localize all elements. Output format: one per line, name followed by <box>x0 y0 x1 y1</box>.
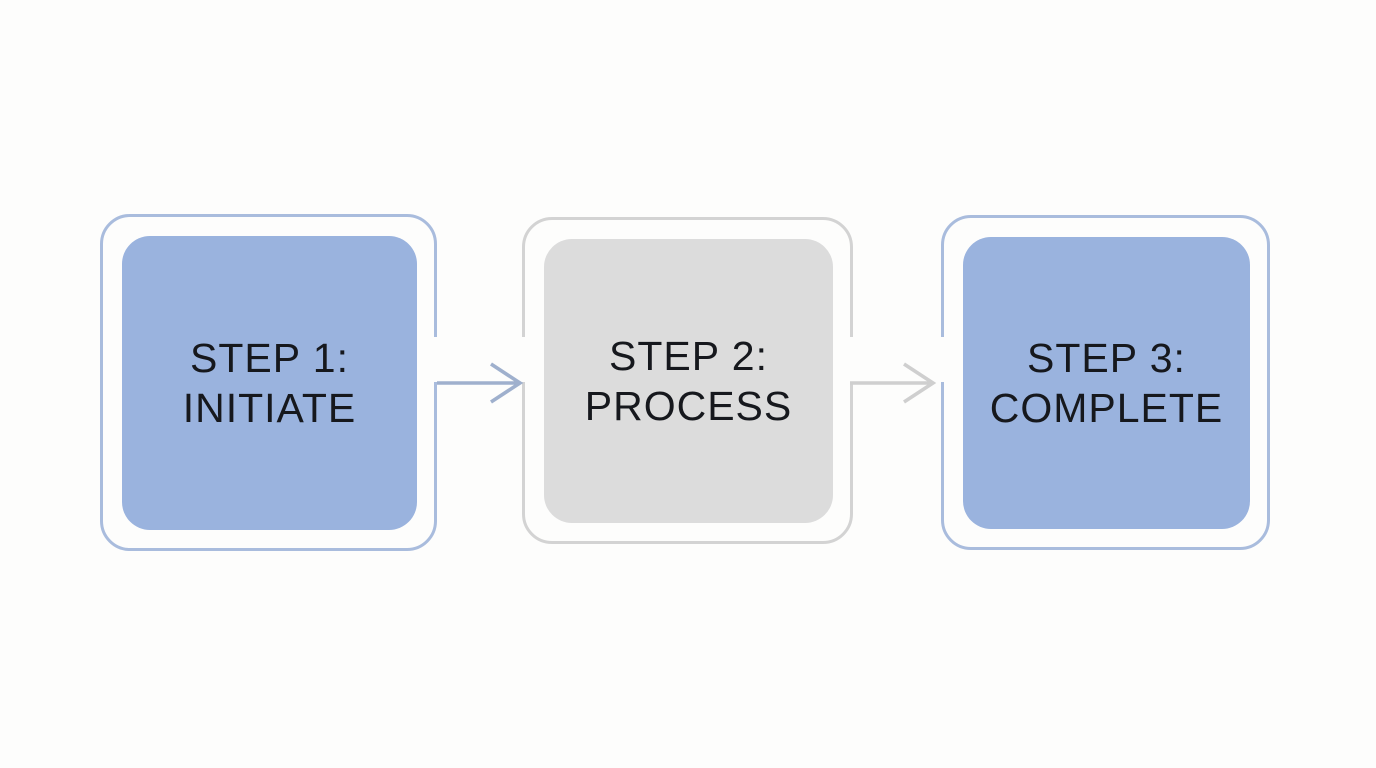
step-label-line-2: COMPLETE <box>989 385 1224 431</box>
flow-step-3-box: STEP 3: COMPLETE <box>963 237 1250 529</box>
flow-step-2-box: STEP 2: PROCESS <box>544 239 833 523</box>
right-arrow-stroke <box>437 362 524 404</box>
flow-step-3-label: STEP 3: COMPLETE <box>990 333 1224 433</box>
step-label-line-2: INITIATE <box>182 385 357 431</box>
flow-step-1-label: STEP 1: INITIATE <box>183 333 357 433</box>
frame-notch <box>431 337 441 382</box>
flow-step-3-frame: STEP 3: COMPLETE <box>941 215 1270 550</box>
flow-step-2-label: STEP 2: PROCESS <box>585 331 793 431</box>
frame-notch <box>938 337 948 382</box>
right-arrow-icon <box>437 362 524 404</box>
step-label-line-1: STEP 3: <box>1027 335 1186 381</box>
step-label-line-2: PROCESS <box>584 383 793 429</box>
right-arrow-stroke <box>850 362 937 404</box>
step-label-line-1: STEP 2: <box>609 333 768 379</box>
flow-step-1-frame: STEP 1: INITIATE <box>100 214 437 551</box>
right-arrow-icon <box>850 362 937 404</box>
flow-step-1-box: STEP 1: INITIATE <box>122 236 417 530</box>
step-label-line-1: STEP 1: <box>190 335 349 381</box>
frame-notch <box>847 337 857 382</box>
flow-step-2-frame: STEP 2: PROCESS <box>522 217 853 544</box>
frame-notch <box>519 337 529 382</box>
